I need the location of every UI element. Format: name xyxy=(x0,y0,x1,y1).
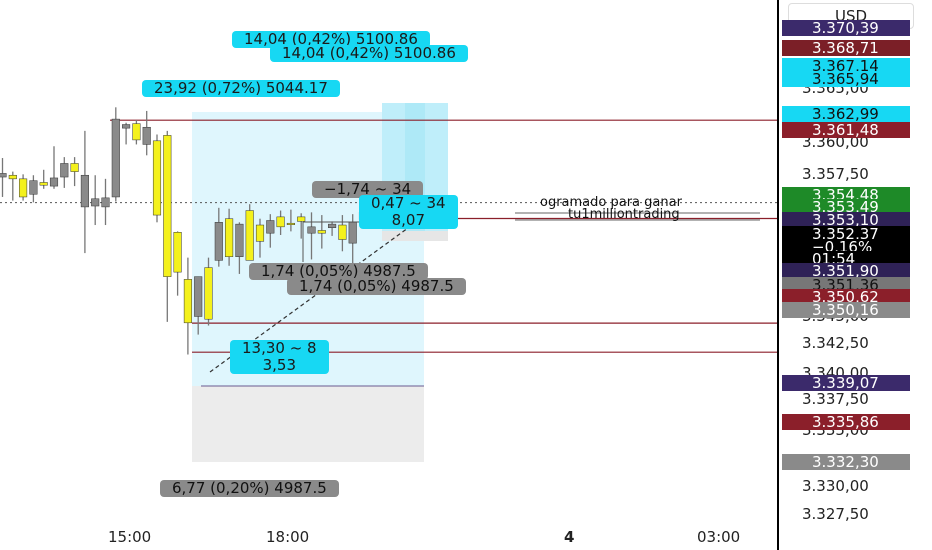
candle-body-20 xyxy=(204,267,213,320)
price-badge: 3.353,10 xyxy=(782,212,910,228)
low-line-2: 3,53 xyxy=(262,356,296,374)
candle-body-24 xyxy=(245,210,254,261)
time-tick-label: 15:00 xyxy=(108,528,152,546)
long-stop-zone xyxy=(192,386,424,462)
low-line-1: 13,30 ~ 8 xyxy=(242,339,317,357)
price-badge: 3.339,07 xyxy=(782,375,910,391)
price-badge: 3.368,71 xyxy=(782,40,910,56)
short-stop-zone xyxy=(382,231,448,241)
measure-label-mid-3: 1,74 (0,05%) 4987.5 xyxy=(249,263,428,280)
measure-label-mid-1: −1,74 ~ 34 xyxy=(312,181,424,198)
price-badge: 3.350,62 xyxy=(782,289,910,305)
candle-body-33 xyxy=(338,224,347,240)
candle-body-25 xyxy=(255,224,265,242)
candle-body-26 xyxy=(266,220,275,234)
candle-body-34 xyxy=(348,222,357,244)
price-badge: 3.367,14 xyxy=(782,58,910,74)
candle-body-17 xyxy=(173,232,182,273)
candle-body-16 xyxy=(163,135,172,277)
price-badge: 3.362,99 xyxy=(782,106,910,122)
candle-body-0 xyxy=(0,173,7,178)
price-tick-label: 3.337,50 xyxy=(802,390,869,408)
candle-body-9 xyxy=(91,198,100,207)
candle-body-15 xyxy=(152,140,162,216)
candle-body-23 xyxy=(235,223,244,257)
candle-body-30 xyxy=(307,226,316,234)
price-tick-label: 3.330,00 xyxy=(802,477,869,495)
candle-body-28 xyxy=(286,222,295,225)
candle-body-22 xyxy=(225,218,234,257)
candle-body-11 xyxy=(111,118,120,198)
candle-body-19 xyxy=(194,276,203,317)
candle-body-1 xyxy=(8,174,17,180)
mid2-line-1: 0,47 ~ 34 xyxy=(371,194,446,212)
candle-body-2 xyxy=(19,178,28,198)
time-tick-label: 18:00 xyxy=(266,528,310,546)
price-badge: 3.332,30 xyxy=(782,454,910,470)
mid2-line-2: 8,07 xyxy=(391,211,425,229)
candle-body-3 xyxy=(29,180,38,195)
price-badge: 3.365,94 xyxy=(782,71,910,87)
note-text-1: ogramado para ganar xyxy=(540,195,682,210)
measure-label-top-3: 23,92 (0,72%) 5044.17 xyxy=(142,80,340,97)
measure-label-top-1: 14,04 (0,42%) 5100.86 xyxy=(232,31,430,48)
candle-body-8 xyxy=(80,174,89,208)
candle-body-18 xyxy=(183,279,192,324)
measure-label-mid-4: 1,74 (0,05%) 4987.5 xyxy=(287,278,466,295)
price-badge: 3.350,16 xyxy=(782,302,910,318)
time-tick-label: 03:00 xyxy=(697,528,741,546)
measure-label-top-2: 14,04 (0,42%) 5100.86 xyxy=(270,45,468,62)
candle-body-12 xyxy=(122,124,131,129)
candle-body-7 xyxy=(70,163,79,172)
candle-body-4 xyxy=(39,182,48,186)
candle-body-5 xyxy=(49,177,59,187)
candle-body-29 xyxy=(297,216,306,222)
price-tick-label: 3.327,50 xyxy=(802,505,869,523)
price-tick-label: 3.357,50 xyxy=(802,165,869,183)
price-badge: 3.352,37 xyxy=(782,226,910,242)
price-badge: 3.335,86 xyxy=(782,414,910,430)
measure-dashed-line xyxy=(209,227,409,373)
price-badge: 3.351,90 xyxy=(782,263,910,279)
candle-body-21 xyxy=(214,222,223,261)
candle-body-14 xyxy=(142,126,151,145)
measure-label-bottom: 6,77 (0,20%) 4987.5 xyxy=(160,480,339,497)
note-text-2: tu1milliontrading xyxy=(568,207,680,222)
price-badge: 3.361,48 xyxy=(782,122,910,138)
price-tick-label: 3.342,50 xyxy=(802,334,869,352)
candle-body-10 xyxy=(101,197,110,208)
candle-body-31 xyxy=(317,230,326,234)
candle-body-32 xyxy=(328,223,337,228)
time-tick-label: 4 xyxy=(564,528,575,546)
candle-body-27 xyxy=(276,216,285,228)
candle-body-13 xyxy=(132,123,141,141)
price-badge: 3.353,49 xyxy=(782,199,910,215)
candle-body-6 xyxy=(60,163,69,178)
price-badge: 3.370,39 xyxy=(782,20,910,36)
